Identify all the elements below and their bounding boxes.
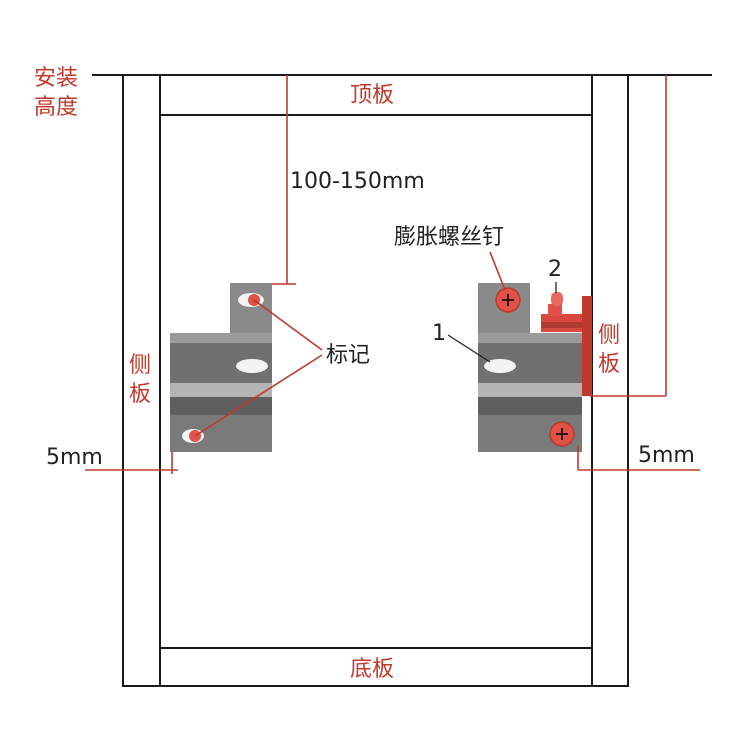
expansion-screw-leader — [489, 251, 506, 291]
mark-label: 标记 — [326, 343, 370, 368]
expansion-screw-top — [495, 287, 521, 313]
dim-5mm-left-label: 5mm — [46, 445, 103, 470]
dim-100-150-leader — [272, 75, 296, 285]
dim-5mm-right — [577, 446, 700, 471]
right-side-panel-label-2: 板 — [598, 352, 620, 377]
left-side-panel-label-1: 侧 — [129, 353, 151, 378]
install-height-label-line2: 高度 — [34, 95, 78, 120]
bottom-panel-label: 底板 — [350, 657, 394, 682]
dim-100-150-label: 100-150mm — [290, 169, 425, 194]
part-2-label: 2 — [548, 257, 562, 282]
side-fixing-plate — [582, 296, 592, 396]
cabinet-frame — [92, 74, 712, 687]
part-1-label: 1 — [432, 321, 446, 346]
left-bracket — [170, 283, 272, 452]
adjust-screw-part-2 — [541, 292, 582, 332]
part-1-leader — [447, 334, 491, 363]
install-height-label-line1: 安装 — [34, 66, 78, 91]
expansion-screw-label: 膨胀螺丝钉 — [394, 225, 504, 250]
expansion-screw-bottom — [549, 421, 575, 447]
cabinet-outline — [122, 74, 629, 687]
dim-5mm-left — [85, 452, 178, 474]
right-install-height-leader — [590, 75, 667, 397]
mark-leaders — [194, 299, 323, 437]
left-side-panel-label-2: 板 — [129, 382, 151, 407]
dim-5mm-right-label: 5mm — [638, 443, 695, 468]
top-panel-label: 顶板 — [350, 83, 394, 108]
right-side-panel-label-1: 侧 — [598, 323, 620, 348]
